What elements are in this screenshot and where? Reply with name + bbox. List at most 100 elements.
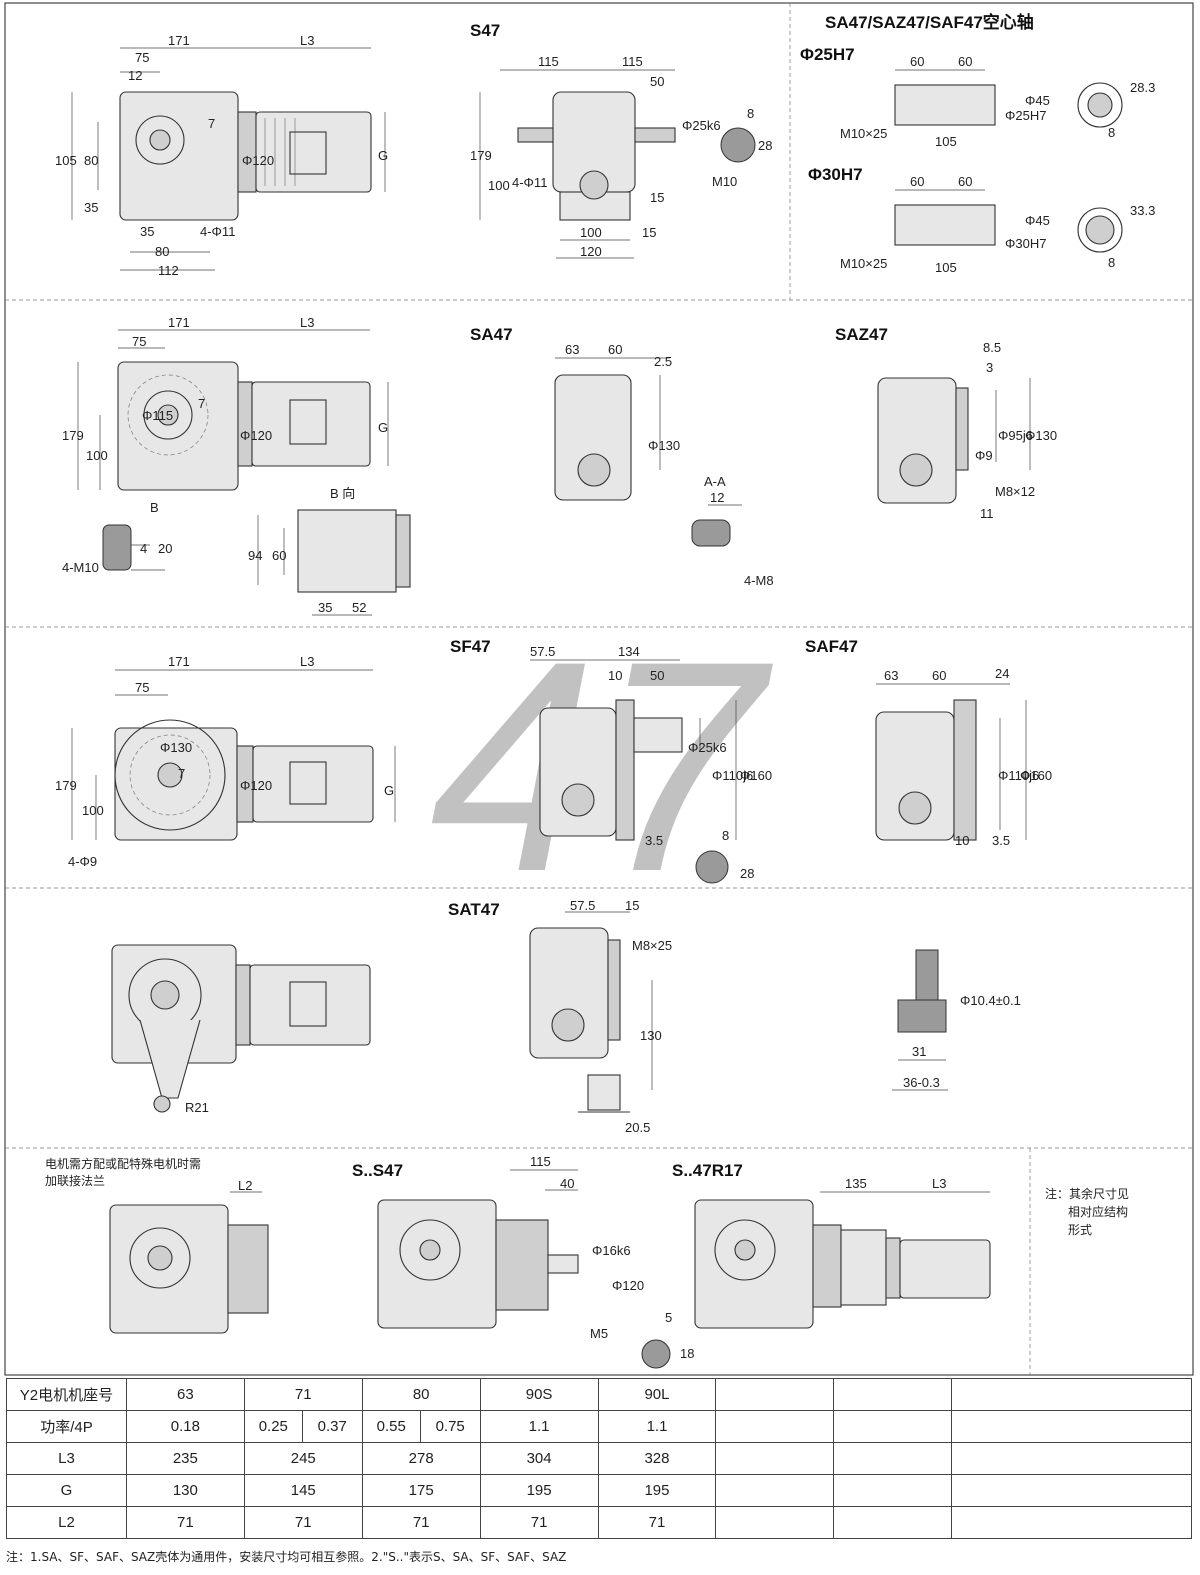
dim-7: 7 [208,116,215,131]
table-cell: 130 [125,1474,245,1507]
table-cell: 0.18 [125,1410,245,1443]
dim-15a: 15 [650,190,664,205]
dim-phi120-ss: Φ120 [612,1278,644,1293]
dim-10-saf: 10 [955,833,969,848]
table-cell: 71 [361,1506,481,1539]
dim-24: 24 [995,666,1009,681]
dim-20-5: 20.5 [625,1120,650,1135]
dim-G-sf: G [384,783,394,798]
dim-105a: 105 [935,134,957,149]
dim-phi115: Φ115 [142,408,173,423]
dim-20: 20 [158,541,172,556]
table-cell: 71 [597,1506,717,1539]
table-cell: 304 [479,1442,599,1475]
title-saf47: SAF47 [805,637,858,656]
table-row: L3 235 245 278 304 328 [6,1442,1192,1475]
dim-10-sf: 10 [608,668,622,683]
dim-171: 171 [168,33,190,48]
table-cell-empty [951,1378,1192,1411]
s47-front-view [479,69,756,259]
table-row: Y2电机机座号 63 71 80 90S 90L [6,1378,1192,1411]
dim-phi45a: Φ45 [1025,93,1050,108]
table-cell: 63 [125,1378,245,1411]
dim-100-sf: 100 [82,803,104,818]
saf47-front-view [875,683,1027,841]
dim-100: 100 [488,178,510,193]
dim-8-sf: 8 [722,828,729,843]
dim-60-sa: 60 [608,342,622,357]
dim-phi110j6-saf: Φ110j6 [998,768,1039,783]
dim-L2: L2 [238,1178,252,1193]
table-cell: 0.75 [419,1410,481,1443]
dim-15b: 15 [642,225,656,240]
dim-134: 134 [618,644,640,659]
dim-8-5: 8.5 [983,340,1001,355]
dim-phi130-saz: Φ130 [1025,428,1057,443]
thread-detail-m10 [102,524,165,571]
dim-phi25k6: Φ25k6 [682,118,721,133]
dim-80b: 80 [155,244,169,259]
dim-100b: 100 [580,225,602,240]
sa47-b-view [257,509,411,616]
dim-60b: 60 [958,54,972,69]
dim-63-saf: 63 [884,668,898,683]
sheet-border [4,2,1194,1376]
table-cell: 0.25 [243,1410,303,1443]
dim-G: G [378,148,388,163]
table-cell-empty [833,1442,953,1475]
note-side-line1: 注：其余尺寸见 [1045,1186,1129,1201]
dim-7-sf: 7 [178,766,185,781]
table-cell: 175 [361,1474,481,1507]
dim-phi30h7: Φ30H7 [1005,236,1046,251]
table-cell-empty [951,1506,1192,1539]
dim-phi95j6: Φ95j6 [998,428,1033,443]
dim-135: 135 [845,1176,867,1191]
row-label: L3 [6,1442,127,1475]
table-row: G 130 145 175 195 195 [6,1474,1192,1507]
dim-115a: 115 [538,54,559,69]
hollow-shaft-drawings [894,69,1123,253]
dim-120: 120 [580,244,602,259]
dim-phi130-sf: Φ130 [160,740,192,755]
table-cell-empty [833,1506,953,1539]
table-cell: 1.1 [479,1410,599,1443]
dim-52: 52 [352,600,366,615]
dim-11: 11 [980,506,994,521]
row-label: Y2电机机座号 [6,1378,127,1411]
dim-4phi11: 4-Φ11 [200,224,235,239]
table-cell: 80 [361,1378,481,1411]
dim-4phi9: 4-Φ9 [68,854,97,869]
dim-phi25h7: Φ25H7 [1005,108,1046,123]
table-cell-empty [715,1378,835,1411]
dim-60-saf: 60 [932,668,946,683]
dim-179-sa: 179 [62,428,84,443]
dim-60-b: 60 [272,548,286,563]
dim-57-5-sf: 57.5 [530,644,555,659]
dim-3: 3 [986,360,993,375]
table-row: L2 71 71 71 71 71 [6,1506,1192,1539]
dim-75: 75 [135,50,149,65]
motor-spec-table: Y2电机机座号 63 71 80 90S 90L 功率/4P 0.18 0.25… [6,1378,1192,1539]
table-cell: 328 [597,1442,717,1475]
dim-m8x25: M8×25 [632,938,672,953]
dim-28: 28 [758,138,772,153]
table-cell-empty [833,1410,953,1443]
table-cell: 195 [479,1474,599,1507]
dim-4: 4 [140,541,147,556]
note-side-line3: 形式 [1068,1223,1092,1237]
dim-105b: 105 [935,260,957,275]
saz47-front-view [877,377,1031,504]
dim-94: 94 [248,548,262,563]
dim-60c: 60 [910,174,924,189]
ss47-view [377,1169,671,1369]
dim-36: 36-0.3 [903,1075,940,1090]
table-cell: 245 [243,1442,363,1475]
dim-130-sat: 130 [640,1028,662,1043]
dim-M5: M5 [590,1326,608,1341]
label-b: B [150,500,159,515]
dim-m10x25-a: M10×25 [840,126,887,141]
dim-phi25k6-sf: Φ25k6 [688,740,727,755]
table-cell-empty [715,1442,835,1475]
sat47-side-view [111,944,371,1113]
title-sa47: SA47 [470,325,513,344]
